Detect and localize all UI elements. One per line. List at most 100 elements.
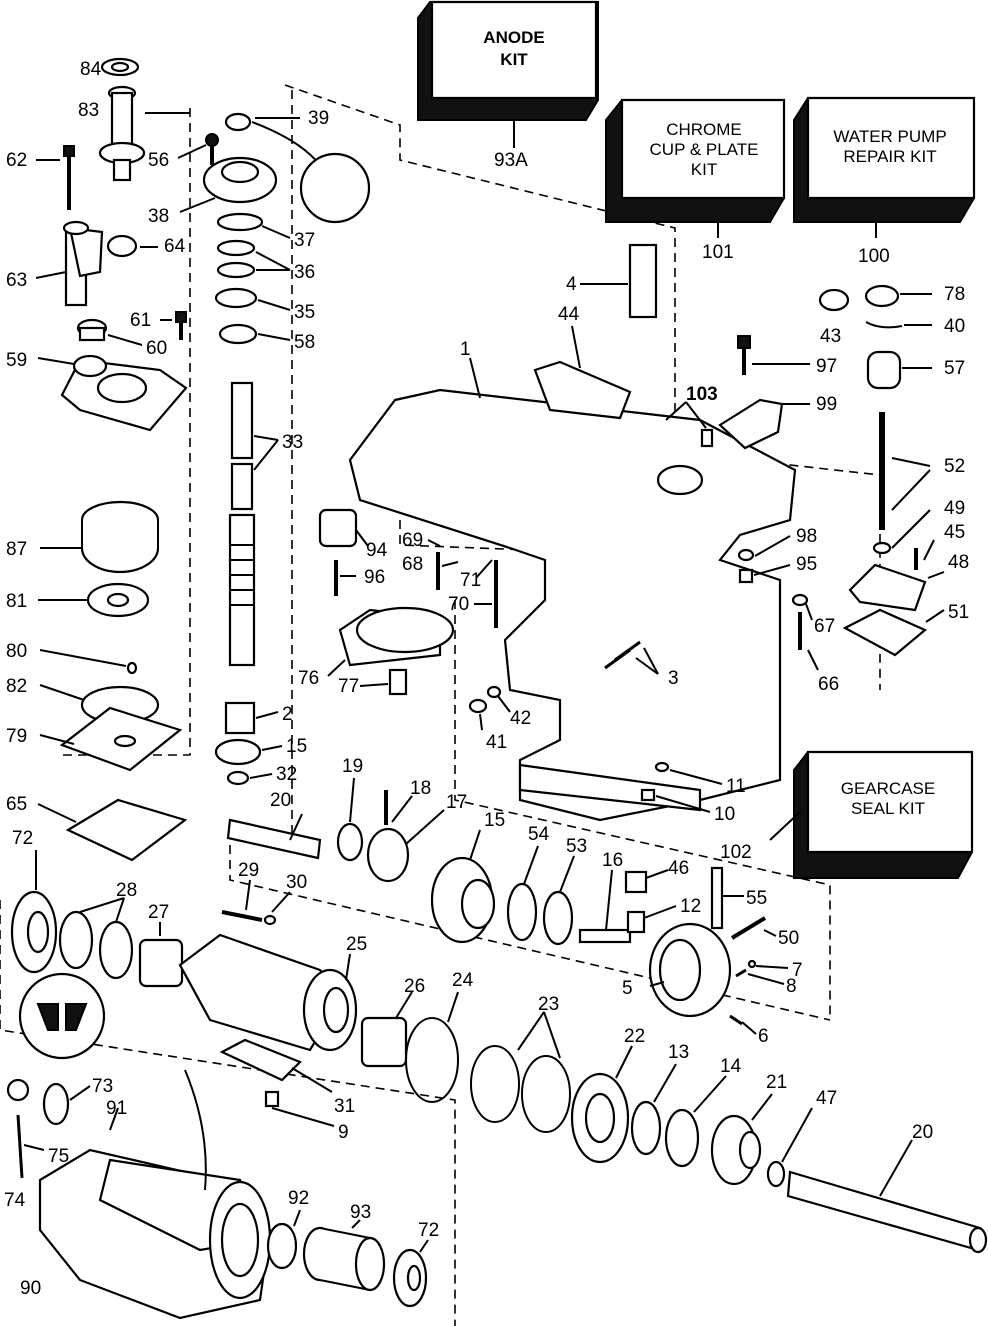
part-35-bearing-cup bbox=[214, 287, 258, 309]
callout-43: 43 bbox=[820, 326, 841, 347]
callout-35: 35 bbox=[294, 302, 315, 323]
kit-gearcase-line1: GEARCASE bbox=[841, 779, 935, 798]
part-30-washer bbox=[263, 914, 277, 926]
part-33-driveshaft bbox=[228, 381, 256, 667]
part-31-plate bbox=[219, 1038, 302, 1082]
part-10-plug bbox=[640, 788, 656, 802]
part-26-bearing bbox=[360, 1016, 408, 1068]
callout-56: 56 bbox=[148, 150, 169, 171]
callout-60: 60 bbox=[146, 338, 167, 359]
part-98-washer bbox=[737, 548, 755, 562]
callout-11: 11 bbox=[726, 776, 746, 797]
kit-gearcase-ref: 102 bbox=[720, 842, 752, 863]
part-15b-gear bbox=[430, 856, 496, 944]
part-48-plate bbox=[848, 563, 927, 612]
callout-16: 16 bbox=[602, 850, 623, 871]
kit-waterpump-line2: REPAIR KIT bbox=[843, 147, 936, 166]
part-14-bearing bbox=[664, 1108, 700, 1168]
part-11-washer bbox=[654, 761, 670, 773]
callout-13: 13 bbox=[668, 1042, 689, 1063]
callout-19: 19 bbox=[342, 756, 363, 777]
part-19-bearing bbox=[336, 822, 364, 862]
part-54-washer bbox=[506, 882, 538, 942]
callout-3: 3 bbox=[668, 668, 679, 689]
leader-lines bbox=[23, 112, 945, 1253]
part-61-screw bbox=[175, 311, 187, 340]
part-29-screw bbox=[221, 910, 263, 922]
part-73b-washer bbox=[42, 1082, 70, 1126]
part-3-screws bbox=[604, 640, 641, 670]
kit-chrome-line3: KIT bbox=[691, 160, 717, 179]
part-80-key bbox=[126, 661, 138, 675]
callout-75: 75 bbox=[48, 1146, 69, 1167]
part-79-plate bbox=[59, 706, 183, 772]
callout-15a: 15 bbox=[286, 736, 307, 757]
part-1-gearcase bbox=[348, 388, 797, 822]
callout-15b: 15 bbox=[484, 810, 505, 831]
kit-chrome-line2: CUP & PLATE bbox=[650, 140, 759, 159]
callout-27: 27 bbox=[148, 902, 169, 923]
callout-69: 69 bbox=[402, 530, 423, 551]
callout-103: 103 bbox=[686, 384, 718, 405]
part-43-cup bbox=[818, 288, 850, 312]
callout-87: 87 bbox=[6, 539, 27, 560]
callout-67: 67 bbox=[814, 616, 835, 637]
callout-18: 18 bbox=[410, 778, 431, 799]
part-97-screw bbox=[737, 335, 751, 375]
callout-72a: 72 bbox=[12, 828, 33, 849]
callout-32: 32 bbox=[276, 764, 297, 785]
kit-gearcase: GEARCASE SEAL KIT 102 bbox=[720, 750, 974, 879]
part-90-91-propeller bbox=[38, 1069, 272, 1320]
callout-66: 66 bbox=[818, 674, 839, 695]
part-77-screw bbox=[388, 668, 408, 696]
callout-84: 84 bbox=[80, 59, 102, 80]
kit-anode-ref: 93A bbox=[494, 150, 528, 171]
callout-97: 97 bbox=[816, 356, 837, 377]
kit-gearcase-line2: SEAL KIT bbox=[851, 799, 925, 818]
kit-chrome-ref: 101 bbox=[702, 242, 734, 263]
part-27-bearing bbox=[138, 938, 184, 988]
part-60-grommet bbox=[76, 318, 108, 342]
part-28-seals bbox=[58, 910, 134, 980]
part-13-washer bbox=[630, 1100, 662, 1156]
callout-95: 95 bbox=[796, 554, 817, 575]
callout-52: 52 bbox=[944, 456, 965, 477]
callout-2: 2 bbox=[282, 704, 293, 725]
kit-anode-line1: ANODE bbox=[483, 28, 544, 47]
callout-8: 8 bbox=[786, 976, 797, 997]
callout-20a: 20 bbox=[270, 790, 291, 811]
callout-22: 22 bbox=[624, 1026, 645, 1047]
part-6-pin bbox=[729, 1014, 743, 1026]
callout-80: 80 bbox=[6, 641, 27, 662]
part-78-cap bbox=[864, 284, 900, 308]
part-53-washer bbox=[542, 890, 574, 946]
callout-55: 55 bbox=[746, 888, 767, 909]
callout-21: 21 bbox=[766, 1072, 787, 1093]
callout-39: 39 bbox=[308, 108, 329, 129]
callout-51: 51 bbox=[948, 602, 969, 623]
callout-65: 65 bbox=[6, 794, 27, 815]
callout-98: 98 bbox=[796, 526, 817, 547]
callout-92: 92 bbox=[288, 1188, 309, 1209]
callout-24: 24 bbox=[452, 970, 474, 991]
callout-36: 36 bbox=[294, 262, 315, 283]
part-23-retaining-rings bbox=[470, 1045, 571, 1133]
seal-orientation-detail bbox=[18, 972, 106, 1060]
callout-63: 63 bbox=[6, 270, 27, 291]
kit-waterpump-ref: 100 bbox=[858, 246, 890, 267]
part-5-bearing-housing bbox=[648, 922, 732, 1018]
part-63-lever bbox=[62, 220, 104, 307]
part-42-washer bbox=[486, 685, 502, 699]
part-20b-propshaft bbox=[786, 1170, 988, 1254]
callout-46: 46 bbox=[668, 858, 689, 879]
callout-labels: 84 83 62 56 39 38 37 36 35 58 64 63 61 6… bbox=[4, 59, 969, 1299]
part-4-anode bbox=[628, 243, 658, 319]
part-9-screw bbox=[264, 1090, 280, 1108]
part-49-oring bbox=[872, 541, 892, 555]
part-16-shaft bbox=[578, 928, 632, 944]
callout-94: 94 bbox=[366, 540, 388, 561]
part-51-gasket bbox=[842, 608, 928, 657]
part-32-nut bbox=[226, 770, 250, 786]
part-2-bearing bbox=[224, 701, 256, 735]
part-76-trim-tab bbox=[338, 606, 455, 667]
